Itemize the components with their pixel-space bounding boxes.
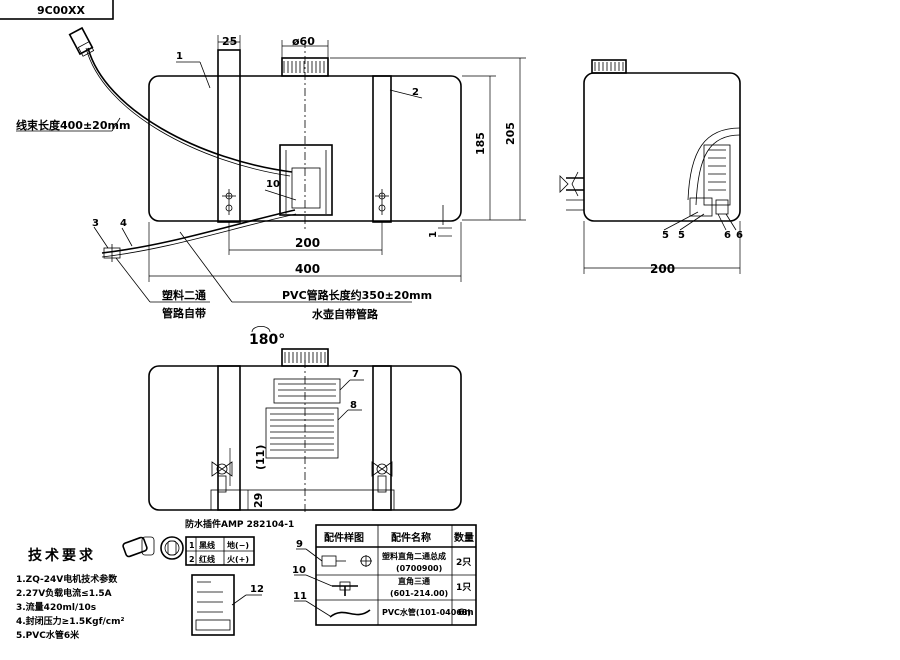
row1-qty: 2只 <box>456 557 471 568</box>
side-cap <box>591 59 627 74</box>
callout-8: 8 <box>350 400 357 411</box>
pin-2-role: 火(+) <box>227 555 249 564</box>
callout-7: 7 <box>352 369 359 380</box>
row2-name: 直角三通 <box>398 576 430 586</box>
note-tank-pipe: 水壶自带管路 <box>312 307 379 321</box>
sample-elbow-fitting <box>321 555 372 567</box>
side-bracket <box>559 171 584 211</box>
callout-12: 12 <box>250 584 264 595</box>
tech-item-1: 1.ZQ-24V电机技术参数 <box>16 573 118 585</box>
callout-6b: 6 <box>736 230 743 241</box>
label-plate-7 <box>273 378 341 404</box>
front-callouts: 1 2 10 3 4 线束长度400±20mm 塑料二通 管路自带 PVC管路长… <box>16 51 432 321</box>
label-plate-8 <box>265 407 339 459</box>
front-dimensions: 25 ø60 185 205 200 400 1 <box>148 35 526 282</box>
connector-spec: 防水插件AMP 282104-1 1 黑线 地(−) 2 红线 火(+) <box>122 518 294 566</box>
dim-offset-small: 1 <box>428 231 439 238</box>
callout-10: 10 <box>292 565 306 576</box>
row1-name: 塑料直角二通总成 <box>382 551 446 561</box>
tank-body-side <box>583 72 741 222</box>
rotation-label: 180° <box>249 332 285 348</box>
connector-icon <box>122 536 184 560</box>
tech-item-2: 2.27V负载电流≤1.5A <box>16 587 112 599</box>
row2-qty: 1只 <box>456 582 471 593</box>
dim-length-total: 400 <box>295 262 320 276</box>
side-pump <box>703 144 731 206</box>
header-qty: 数量 <box>454 531 474 544</box>
callout-11: 11 <box>293 591 307 602</box>
callout-5b: 5 <box>678 230 685 241</box>
front-view <box>68 26 462 262</box>
rear-view: 180° 7 8 (11) 29 <box>148 325 462 515</box>
side-view: 200 5 5 6 6 <box>559 59 743 276</box>
note-harness-length: 线束长度400±20mm <box>16 118 130 132</box>
drawing-code: 9C00XX <box>37 4 86 17</box>
pump-motor <box>279 144 333 216</box>
tech-title: 技术要求 <box>28 547 96 564</box>
row1-code: (0700900) <box>396 564 442 573</box>
label-plate-12: 12 <box>191 574 264 636</box>
harness-connector <box>68 26 95 57</box>
dim-height-total: 205 <box>504 122 517 145</box>
callout-5a: 5 <box>662 230 669 241</box>
callout-3: 3 <box>92 218 99 229</box>
dim-bottom-offset: 29 <box>252 493 265 508</box>
callout-9: 9 <box>296 539 303 550</box>
row2-code: (601-214.00) <box>390 589 448 598</box>
pin-1-role: 地(−) <box>227 540 249 550</box>
tech-item-3: 3.流量420ml/10s <box>16 601 96 613</box>
dim-height-inner: 185 <box>474 132 487 155</box>
header-name: 配件名称 <box>391 531 431 544</box>
pin-2-color: 红线 <box>199 554 215 564</box>
dim-strap-width: 25 <box>222 35 237 48</box>
wire-harness <box>87 47 293 173</box>
bolt-left <box>222 189 236 215</box>
tech-item-4: 4.封闭压力≥1.5Kgf/cm² <box>16 615 124 627</box>
sample-pvc-tube <box>329 609 371 618</box>
note-plastic-tee-2: 管路自带 <box>162 306 206 320</box>
header-sample: 配件样图 <box>324 531 364 544</box>
note-pvc-length: PVC管路长度约350±20mm <box>282 288 432 302</box>
pvc-hose <box>101 209 296 254</box>
bolt-right <box>375 189 389 215</box>
callout-4: 4 <box>120 218 127 229</box>
dim-side-width: 200 <box>650 262 675 276</box>
pin-1: 1 <box>189 541 195 550</box>
sample-tee-fitting <box>332 581 358 596</box>
callout-10-front: 10 <box>266 179 280 190</box>
dim-mount-spacing: 200 <box>295 236 320 250</box>
tech-requirements: 技术要求 1.ZQ-24V电机技术参数 2.27V负载电流≤1.5A 3.流量4… <box>16 547 124 641</box>
dim-cap-diameter: ø60 <box>292 35 315 48</box>
rear-wingnut-left <box>211 461 233 493</box>
connector-title: 防水插件AMP 282104-1 <box>185 518 294 530</box>
row3-qty: 6m <box>458 608 474 618</box>
dim-bottom-pos: (11) <box>254 445 267 470</box>
callout-2: 2 <box>412 87 419 98</box>
rear-wingnut-right <box>371 461 393 493</box>
title-block <box>0 0 114 20</box>
pin-1-color: 黑线 <box>199 540 215 550</box>
note-plastic-tee-1: 塑料二通 <box>162 288 206 302</box>
row3-name: PVC水管(101-04068) <box>382 607 471 617</box>
callout-1: 1 <box>176 51 183 62</box>
pin-2: 2 <box>189 555 195 564</box>
tech-item-5: 5.PVC水管6米 <box>16 629 80 641</box>
callout-6a: 6 <box>724 230 731 241</box>
parts-table: 配件样图 配件名称 数量 塑料直角二通总成 (0700900) 2只 直角三通 … <box>292 524 477 626</box>
